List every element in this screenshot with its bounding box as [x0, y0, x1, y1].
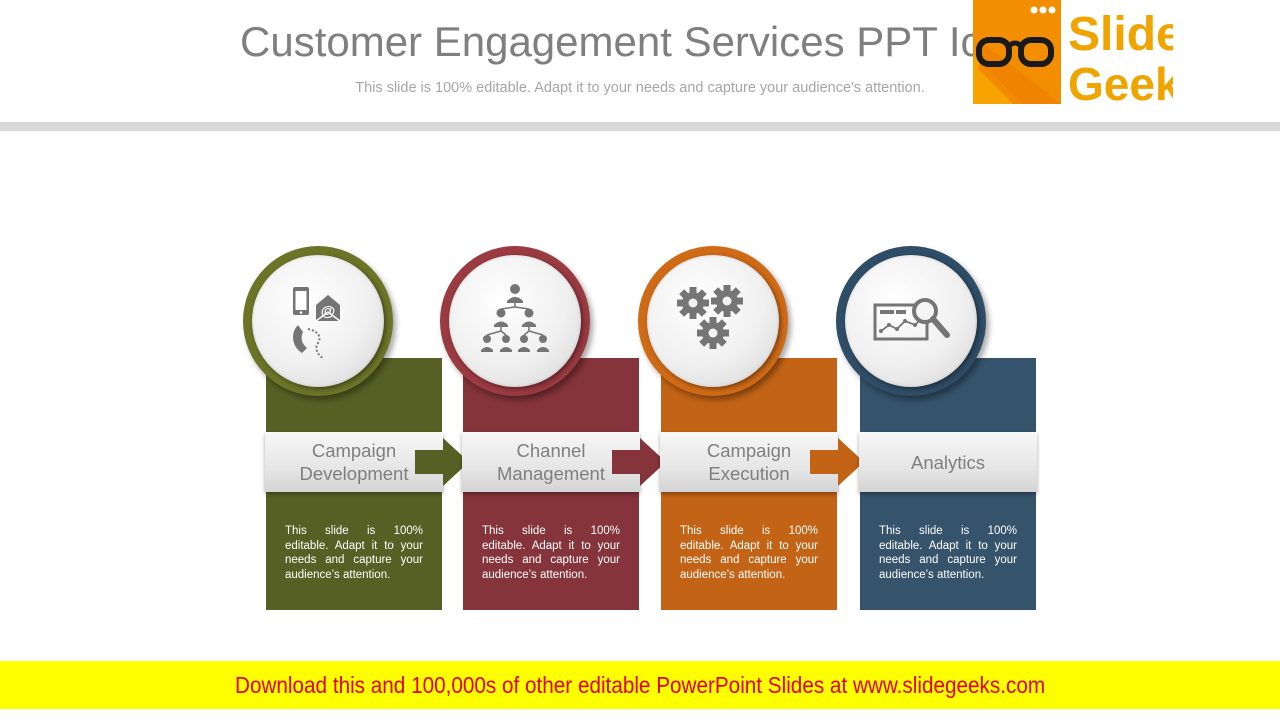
- icon-disc-3: [647, 255, 779, 387]
- header-divider: [0, 122, 1280, 131]
- gears-icon: [677, 285, 743, 349]
- arrow-right-icon: [810, 438, 864, 486]
- step-label-line1: Analytics: [910, 451, 986, 473]
- step-label-line2: Management: [497, 463, 605, 484]
- arrow-right-icon: [612, 438, 666, 486]
- icon-disc-2: [449, 255, 581, 387]
- step-description: This slide is 100% editable. Adapt it to…: [879, 525, 1017, 581]
- logo-text-slide: Slide: [1068, 8, 1173, 61]
- org-hierarchy-icon: [481, 284, 549, 352]
- slidegeeks-logo: Slide Geeks: [973, 0, 1173, 104]
- step-ring-3: [638, 246, 788, 396]
- download-banner: Download this and 100,000s of other edit…: [0, 661, 1280, 709]
- step-ring-4: [836, 246, 986, 396]
- step-label-analytics: Analytics: [859, 432, 1037, 492]
- step-ring-1: @: [243, 246, 393, 396]
- step-label-line2: Execution: [708, 463, 790, 484]
- download-banner-text[interactable]: Download this and 100,000s of other edit…: [234, 671, 1046, 698]
- step-ring-2: [440, 246, 590, 396]
- arrow-right-icon: [415, 438, 469, 486]
- step-description: This slide is 100% editable. Adapt it to…: [680, 525, 818, 581]
- page-subtitle: This slide is 100% editable. Adapt it to…: [355, 80, 925, 96]
- icon-disc-1: @: [252, 255, 384, 387]
- step-label-line2: Development: [299, 463, 409, 484]
- chart-magnifier-icon: [873, 298, 950, 341]
- contact-devices-icon: @: [293, 287, 341, 360]
- logo-text-geeks: Geeks: [1068, 58, 1173, 104]
- step-label-line1: Channel: [516, 440, 586, 461]
- step-description: This slide is 100% editable. Adapt it to…: [285, 525, 423, 581]
- page-title: Customer Engagement Services PPT Ic: [240, 18, 982, 65]
- step-description: This slide is 100% editable. Adapt it to…: [482, 525, 620, 581]
- step-label-line1: Campaign: [311, 440, 397, 461]
- step-label-line1: Campaign: [706, 440, 792, 461]
- icon-disc-4: [845, 255, 977, 387]
